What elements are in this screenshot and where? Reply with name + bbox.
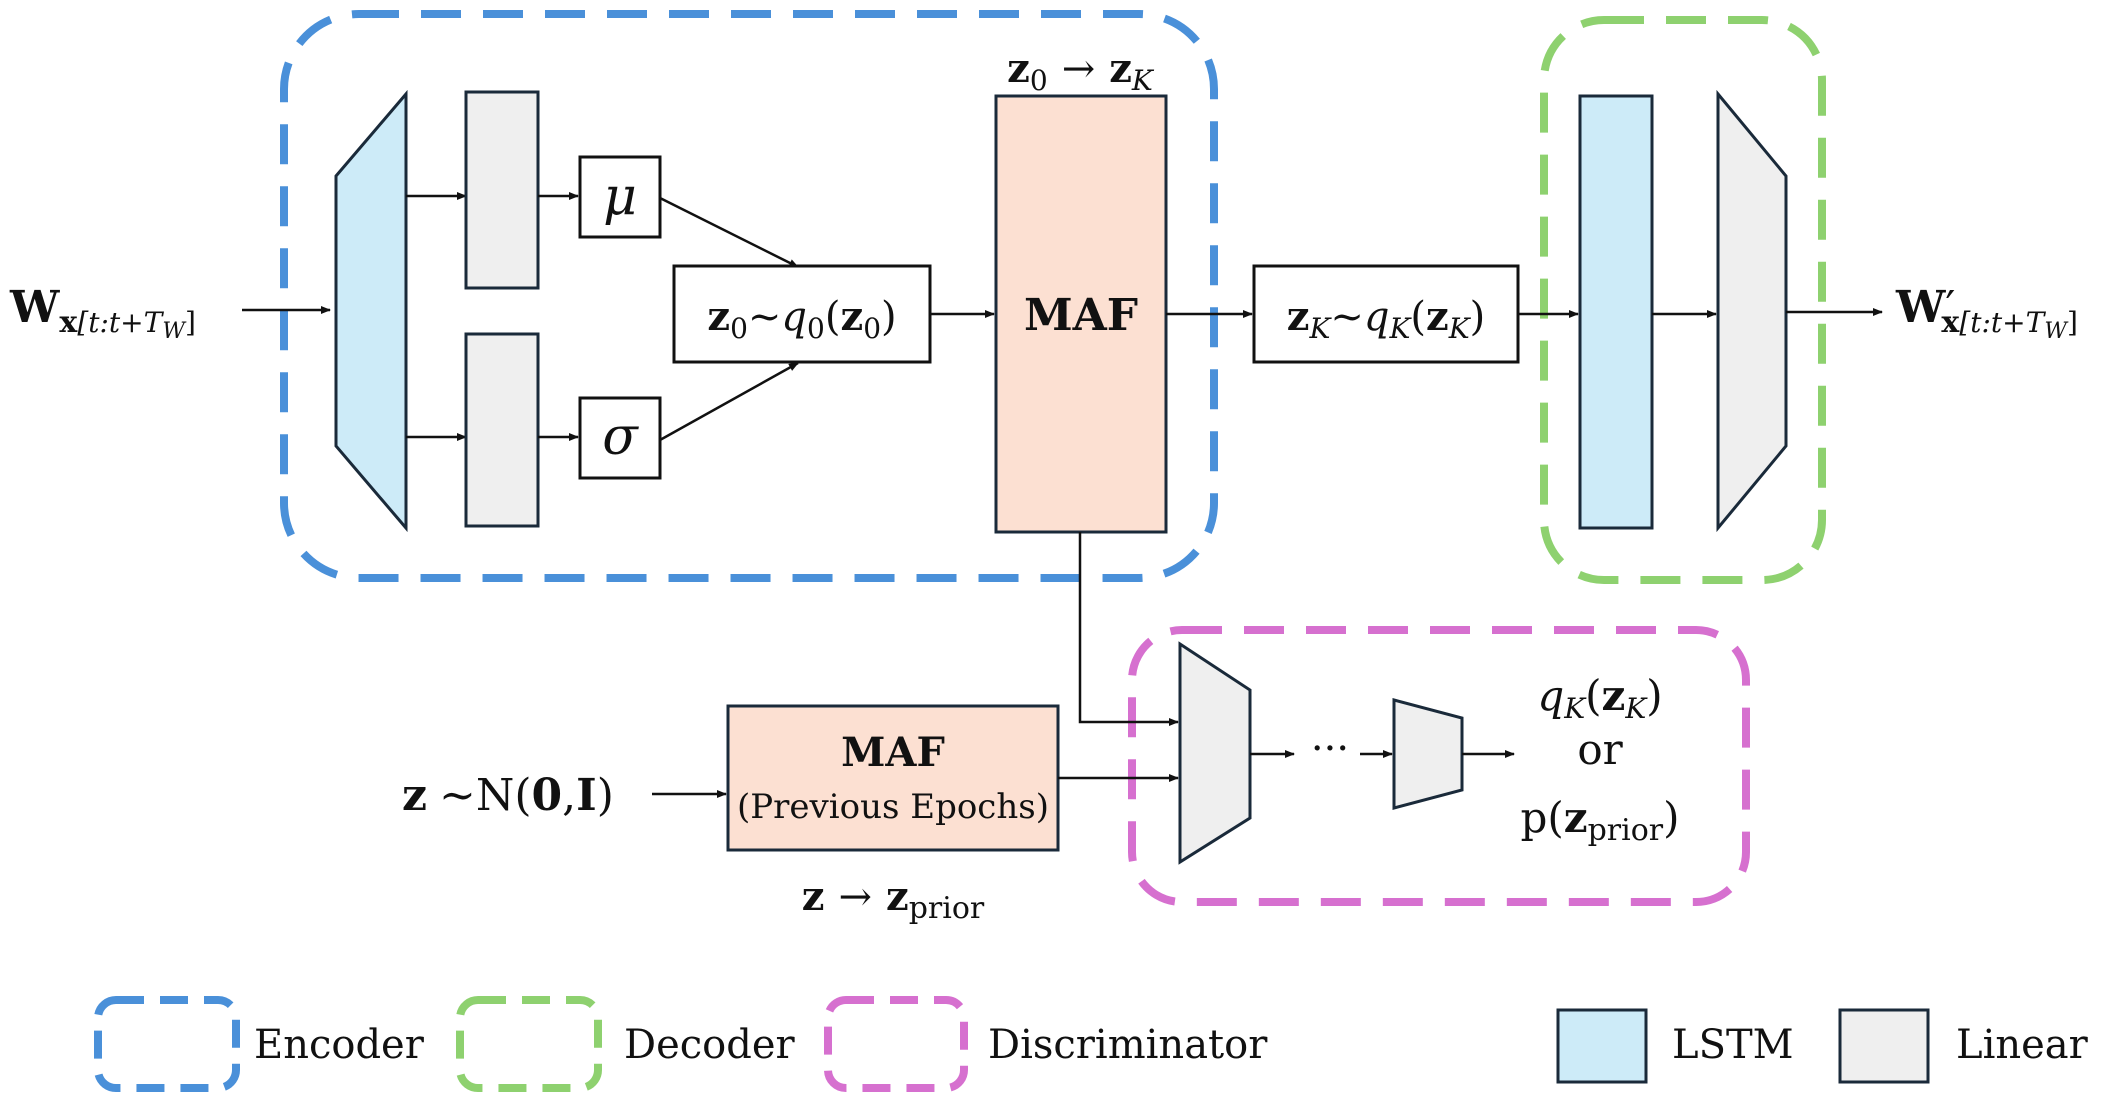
- zk-sample-box: [1252, 264, 1520, 364]
- discriminator-output-p: p(zprior): [1520, 793, 1679, 848]
- legend-decoder-label: Decoder: [624, 1022, 796, 1068]
- encoder-linear-top: [464, 90, 540, 290]
- z0-sample-box: [672, 264, 932, 364]
- input-label: Wx[t:t+TW]: [9, 282, 196, 344]
- arrow-mu-to-z0: [659, 196, 799, 269]
- output-label: W′x[t:t+TW]: [1895, 282, 2078, 344]
- encoder-boundary: [280, 10, 1218, 582]
- legend-discriminator-swatch: [824, 996, 968, 1092]
- discriminator-linear-large: [1178, 641, 1252, 865]
- encoder-linear-bottom: [464, 332, 540, 528]
- legend-discriminator-label: Discriminator: [988, 1022, 1268, 1068]
- discriminator-dots: ···: [1311, 726, 1349, 772]
- legend-lstm-label: LSTM: [1672, 1022, 1794, 1068]
- connector-maf-to-discriminator: [1078, 532, 1179, 726]
- legend-linear-swatch: [1838, 1008, 1930, 1084]
- arrow-sigma-to-z0: [659, 361, 799, 442]
- legend-lstm-swatch: [1556, 1008, 1648, 1084]
- maf-transform-label: z0→zK: [1007, 45, 1155, 97]
- decoder-lstm-block: [1578, 94, 1654, 530]
- legend: Encoder Decoder Discriminator LSTM Linea…: [94, 996, 2089, 1092]
- zk-sample-label: zK~qK(zK): [1287, 293, 1486, 345]
- sigma-box: [578, 396, 662, 480]
- maf-previous-block: [726, 704, 1060, 852]
- maf-previous-label: MAF: [841, 729, 945, 776]
- sigma-label: σ: [602, 407, 639, 467]
- decoder-linear-block: [1716, 89, 1788, 533]
- discriminator-output-q: qK(zK): [1537, 671, 1662, 725]
- maf-main-label: MAF: [1024, 290, 1138, 341]
- encoder-lstm-block: [334, 89, 408, 533]
- mu-label: μ: [603, 167, 637, 227]
- discriminator-linear-small: [1392, 698, 1464, 810]
- discriminator-output-or: or: [1577, 725, 1623, 774]
- prior-transform-label: z→zprior: [802, 873, 985, 926]
- maf-previous-sublabel: (Previous Epochs): [737, 787, 1049, 827]
- legend-decoder-swatch: [456, 996, 602, 1092]
- mu-box: [578, 155, 662, 239]
- legend-linear-label: Linear: [1956, 1022, 2089, 1068]
- prior-sample-label: z~N(0,I): [402, 770, 614, 821]
- maf-main-block: [994, 94, 1168, 534]
- legend-encoder-label: Encoder: [254, 1022, 425, 1068]
- legend-encoder-swatch: [94, 996, 240, 1092]
- decoder-boundary: [1540, 16, 1826, 584]
- z0-sample-label: z0~q0(z0): [707, 293, 896, 345]
- discriminator-boundary: [1128, 626, 1750, 906]
